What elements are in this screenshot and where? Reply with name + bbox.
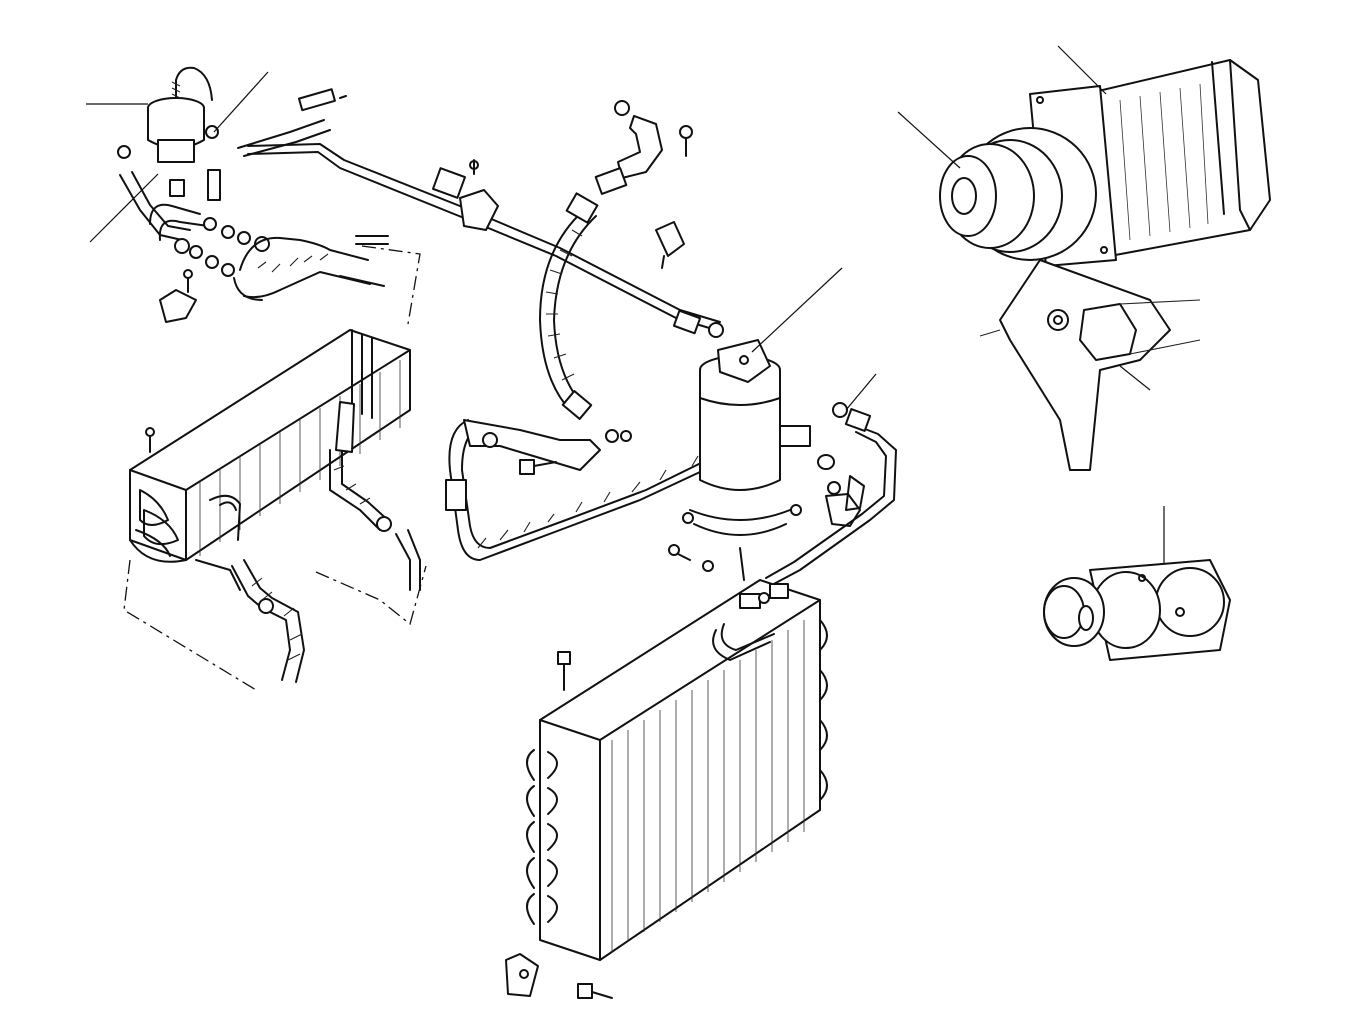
expansion-valve-assembly — [117, 66, 270, 323]
evaporator-outlet-hose — [231, 559, 305, 683]
insulated-hose-upper — [233, 235, 389, 301]
condenser-unit — [505, 579, 828, 999]
compressor-mounting-bracket — [979, 259, 1201, 471]
receiver-drier — [682, 339, 802, 581]
hose-clip — [655, 221, 685, 269]
evaporator-side-hose — [329, 401, 421, 591]
capillary-tube — [237, 88, 347, 157]
liquid-line-pipe — [247, 143, 724, 338]
upper-elbow-fitting — [594, 100, 693, 195]
evaporator-assembly-outline — [123, 245, 427, 691]
compressor-inset — [1043, 559, 1231, 661]
suction-hose-vertical — [539, 192, 599, 420]
callout-leaders — [86, 45, 1165, 564]
compressor-unit — [939, 59, 1271, 267]
evaporator-unit — [129, 329, 411, 591]
condenser-feed-pipe — [765, 408, 897, 587]
tee-fitting — [463, 419, 632, 475]
fastener-set — [668, 402, 861, 572]
